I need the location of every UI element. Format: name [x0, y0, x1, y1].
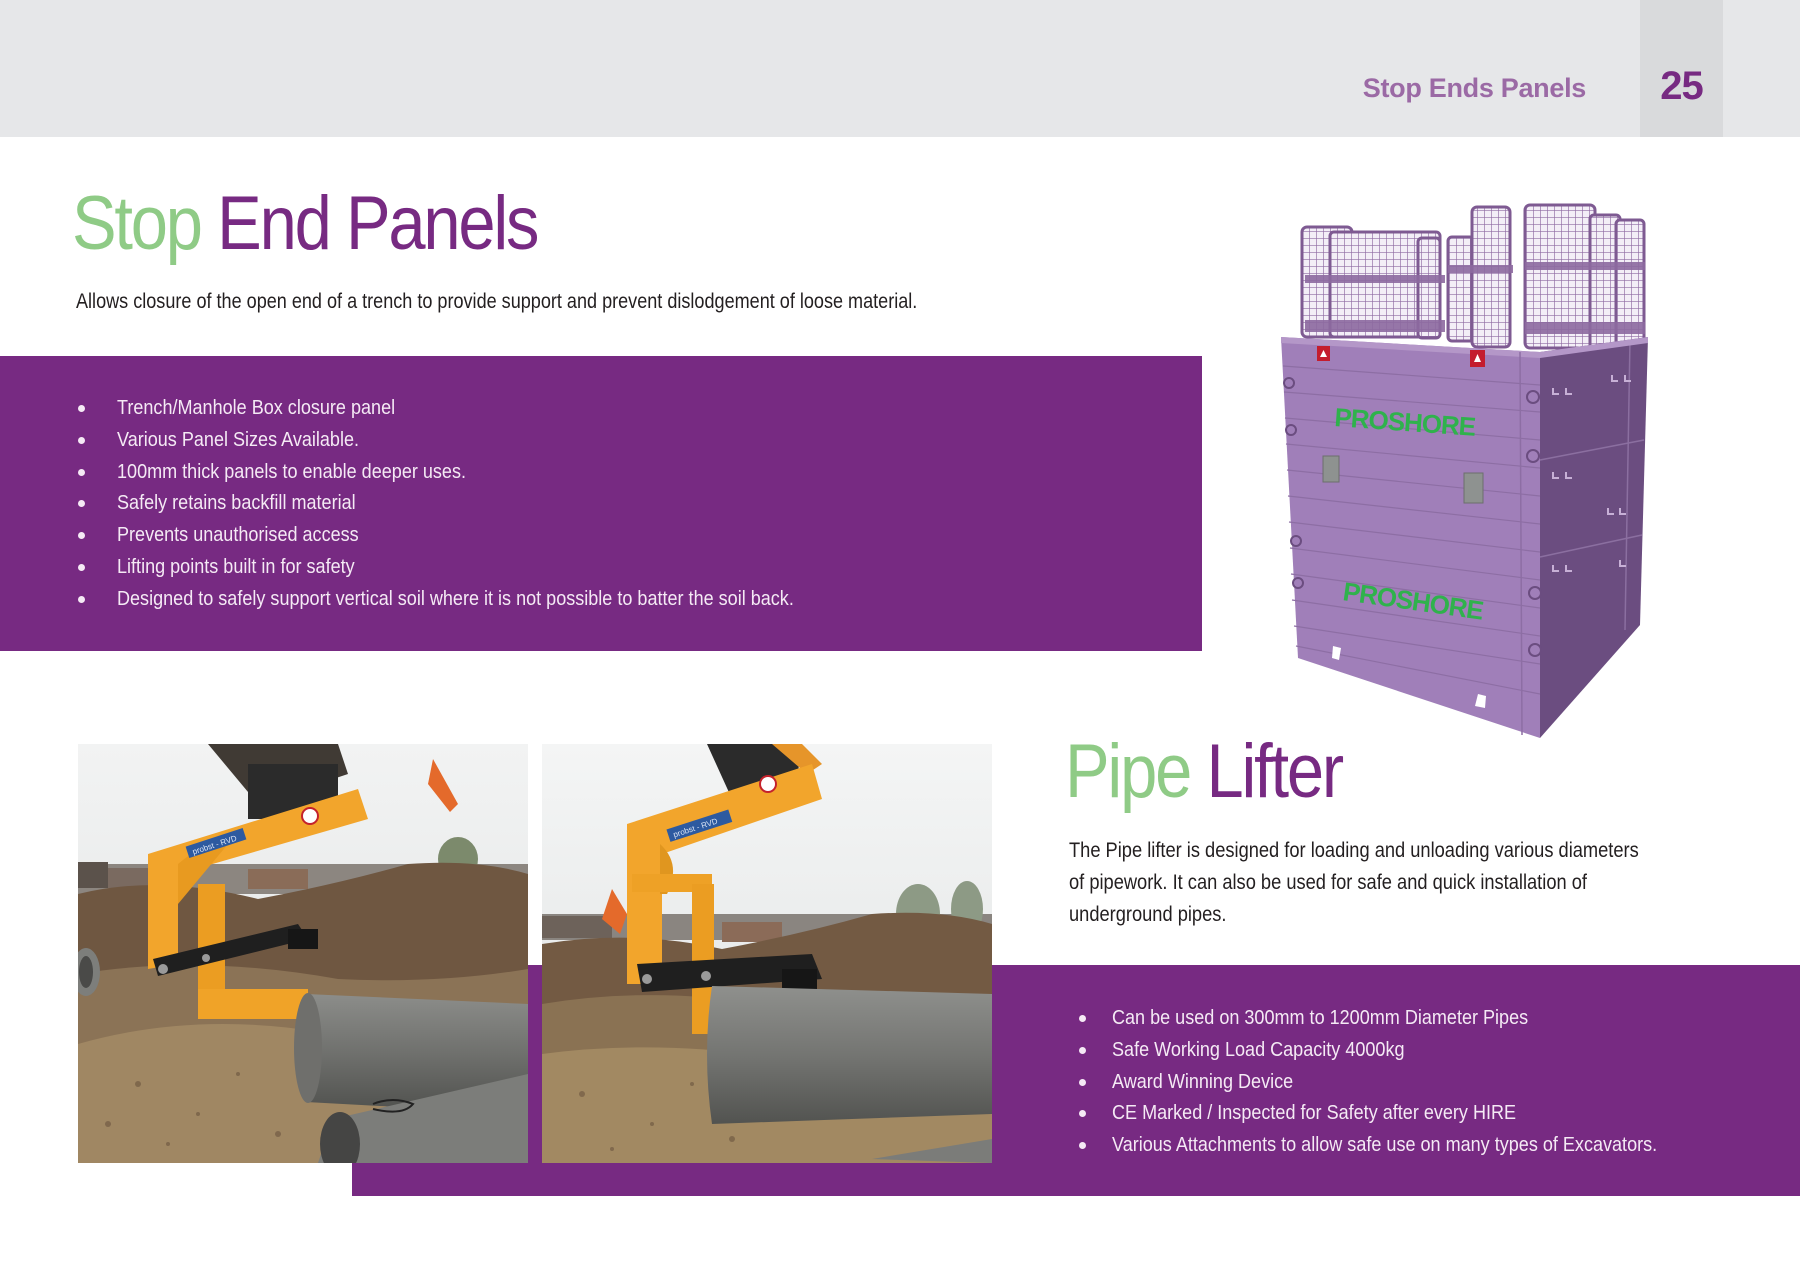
- bullet-icon: [1079, 1015, 1086, 1022]
- pipe-lifter-photo-2: probst - RVD: [542, 744, 992, 1163]
- stop-end-features-band: [0, 356, 1202, 651]
- feature-item: Safe Working Load Capacity 4000kg: [0, 1034, 1731, 1066]
- page-number-box: 25: [1640, 0, 1723, 137]
- bullet-icon: [1079, 1046, 1086, 1054]
- title-part-purple: End Panels: [217, 181, 539, 266]
- bullet-icon: [78, 436, 85, 444]
- feature-item: 100mm thick panels to enable deeper uses…: [0, 456, 886, 488]
- title-part-purple: Lifter: [1206, 729, 1344, 814]
- pipe-lifter-title: Pipe Lifter: [1065, 734, 1344, 810]
- stop-end-panel-product-image: PROSHORE PROSHORE: [1260, 195, 1660, 745]
- bullet-icon: [78, 405, 85, 412]
- feature-item: Can be used on 300mm to 1200mm Diameter …: [0, 1002, 1731, 1034]
- section-label: Stop Ends Panels: [1362, 73, 1587, 103]
- pipe-lifter-photo-1: probst - RVD: [78, 744, 528, 1163]
- title-part-green: Stop: [72, 181, 203, 266]
- bullet-icon: [78, 532, 85, 540]
- bullet-icon: [1079, 1110, 1086, 1118]
- bullet-icon: [1079, 1078, 1086, 1086]
- feature-item: Prevents unauthorised access: [0, 519, 886, 551]
- bullet-icon: [78, 468, 85, 476]
- bullet-icon: [78, 595, 85, 603]
- feature-item: CE Marked / Inspected for Safety after e…: [0, 1097, 1731, 1129]
- stop-end-features-list: Trench/Manhole Box closure panel Various…: [0, 392, 886, 615]
- stop-end-panels-title: Stop End Panels: [72, 186, 539, 262]
- feature-item: Various Panel Sizes Available.: [0, 424, 886, 456]
- bullet-icon: [78, 563, 85, 571]
- feature-item: Award Winning Device: [0, 1066, 1731, 1098]
- feature-item: Trench/Manhole Box closure panel: [0, 392, 886, 424]
- feature-item: Lifting points built in for safety: [0, 551, 886, 583]
- bullet-icon: [78, 500, 85, 508]
- feature-item: Safely retains backfill material: [0, 487, 886, 519]
- page-header: Stop Ends Panels 25: [0, 0, 1800, 137]
- feature-item: Designed to safely support vertical soil…: [0, 583, 886, 615]
- pipe-lifter-description: The Pipe lifter is designed for loading …: [1069, 839, 1639, 926]
- bullet-icon: [1079, 1142, 1086, 1150]
- feature-item: Various Attachments to allow safe use on…: [0, 1129, 1731, 1161]
- title-part-green: Pipe: [1065, 729, 1192, 814]
- pipe-lifter-features-list: Can be used on 300mm to 1200mm Diameter …: [0, 1002, 1731, 1161]
- stop-end-panels-description: Allows closure of the open end of a tren…: [76, 290, 918, 313]
- page-number: 25: [1660, 64, 1704, 108]
